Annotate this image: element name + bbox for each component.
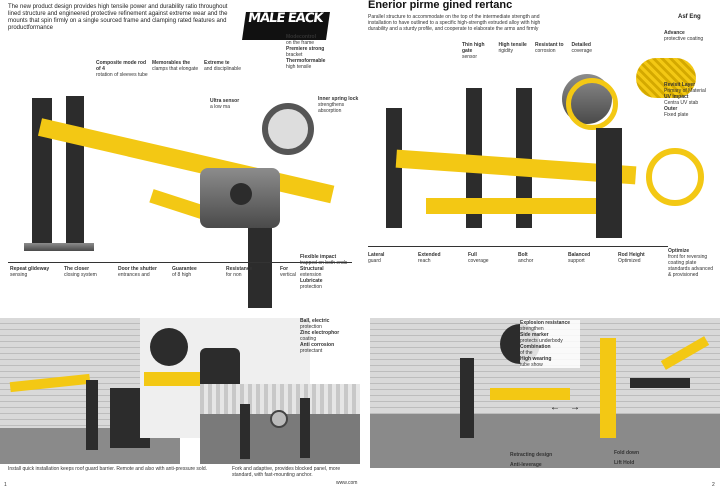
- footer-url: www.com: [336, 480, 358, 486]
- yellow-ring-2: [646, 148, 704, 206]
- wall-photo: [200, 384, 360, 464]
- callout-left-4: Ultra sensor a low ma: [210, 98, 240, 110]
- base-bar: [630, 378, 690, 388]
- page-title: Enerior pirme gined rertanc: [368, 0, 513, 11]
- callout-left-2: Memorables the clamps that elongate: [152, 60, 199, 72]
- yellow-arm-small: [9, 373, 91, 393]
- yellow-segment: [144, 372, 214, 386]
- post-right-4: [596, 128, 622, 238]
- right-intro: Parallel structure to accommodate on the…: [368, 14, 558, 32]
- right-intro-line: Parallel structure to accommodate on the…: [368, 14, 540, 20]
- caption-right-a: Retracting design: [510, 452, 553, 458]
- divider-right: [368, 246, 668, 247]
- hinge-pivot: [230, 183, 252, 205]
- ring-detail: [262, 103, 314, 155]
- center-post: [248, 228, 272, 308]
- callout-left-1: Composite mode rod of 4 rotation of slee…: [96, 60, 148, 78]
- spring-coil: [636, 58, 696, 98]
- callout-left-3: Extreme te and disciplinable: [204, 60, 241, 72]
- logo-icon: MALE EACK: [247, 11, 324, 26]
- callout-top-mid: Modecontrol on the frame Premiere strong…: [286, 34, 326, 70]
- lock-icon: [270, 410, 288, 428]
- yellow-bar-right: [490, 388, 570, 400]
- arrow-left-icon: ←: [550, 402, 560, 413]
- gear-icon: [150, 328, 188, 366]
- intro-line: lined structure and engineered protectiv…: [8, 11, 228, 17]
- post-right-small: [460, 358, 474, 438]
- caption-right-c: Anti-leverage: [510, 462, 542, 468]
- page-number-left: 1: [4, 482, 7, 488]
- intro-line: mounts that spin firmly on a single sour…: [8, 18, 227, 24]
- intro-line: productformance: [8, 25, 54, 31]
- post-wall: [240, 404, 250, 459]
- base-plate: [24, 243, 94, 251]
- yellow-diag: [660, 336, 710, 370]
- yellow-ring: [566, 78, 618, 130]
- post-left-2: [66, 96, 84, 246]
- post-right-1: [386, 108, 402, 228]
- right-mid-text: Optimize front for reversing coating pla…: [668, 248, 714, 278]
- intro-line: The new product design provides high ten…: [8, 4, 228, 10]
- floor-right: [370, 414, 720, 468]
- top-right-text: Asf Eng: [678, 14, 701, 20]
- right-intro-line: installation to have outlined to a speci…: [368, 20, 541, 26]
- right-intro-line: durability and a sturdy profile, and coo…: [368, 26, 539, 32]
- hero-right: [366, 48, 720, 258]
- hero-left: [0, 48, 360, 308]
- caption-right-b: Fold down: [614, 450, 639, 456]
- arrow-right-icon: →: [570, 402, 580, 413]
- post-wall-2: [300, 398, 310, 458]
- page-number-right: 2: [712, 482, 715, 488]
- caption-left: Install quick installation keeps roof gu…: [8, 466, 207, 472]
- callout-left-5: Inner spring lock strengthens absorption: [318, 96, 359, 114]
- caption-right-d: Lift Hold: [614, 460, 635, 466]
- yellow-upright: [600, 338, 616, 438]
- caption-center: Fork and adaptive, provides blocked pane…: [232, 466, 341, 478]
- divider-left: [8, 262, 352, 263]
- post-small: [86, 380, 98, 450]
- intro-text: The new product design provides high ten…: [8, 4, 258, 32]
- garage-photo-left: [0, 318, 180, 464]
- yellow-arm-right-2: [426, 198, 606, 214]
